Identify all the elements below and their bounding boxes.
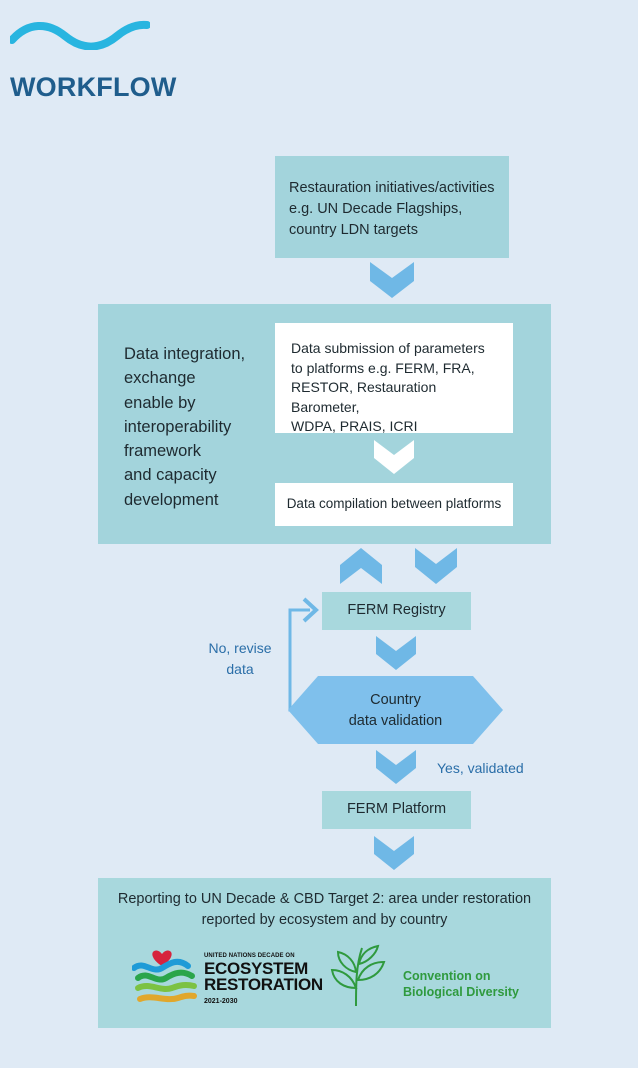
country-validation-hexagon: Country data validation: [288, 676, 503, 744]
initiatives-text: Restauration initiatives/activities e.g.…: [289, 180, 495, 238]
chevron-down-icon: [374, 440, 414, 474]
un-decade-small-text: UNITED NATIONS DECADE ON: [204, 953, 295, 959]
chevron-down-icon: [376, 750, 416, 784]
ferm-platform-label: FERM Platform: [346, 801, 447, 817]
un-decade-years: 2021-2030: [204, 998, 238, 1005]
data-integration-label: Data integration, exchange enable by int…: [124, 345, 246, 509]
revise-data-label: No, revise data: [208, 640, 272, 677]
chevron-down-icon: [374, 836, 414, 870]
un-decade-line1: ECOSYSTEM: [204, 959, 309, 978]
chevron-down-icon: [370, 262, 414, 298]
initiatives-box: Restauration initiatives/activities e.g.…: [275, 156, 509, 258]
reporting-box: Reporting to UN Decade & CBD Target 2: a…: [98, 878, 551, 1028]
ferm-registry-box: FERM Registry: [322, 592, 471, 630]
page-title: WORKFLOW: [10, 72, 177, 102]
chevron-down-icon: [376, 636, 416, 670]
chevron-down-icon: [415, 548, 457, 584]
chevron-up-icon: [340, 548, 382, 584]
validated-label: Yes, validated: [437, 760, 524, 776]
hexagon-shape: [288, 676, 503, 744]
ferm-registry-label: FERM Registry: [347, 602, 446, 618]
data-compilation-label: Data compilation between platforms: [286, 496, 502, 511]
country-validation-label: Country data validation: [348, 692, 443, 729]
reporting-text: Reporting to UN Decade & CBD Target 2: a…: [117, 891, 532, 928]
un-decade-logo-icon: [132, 950, 197, 1003]
data-submission-text: Data submission of parameters to platfor…: [291, 340, 485, 434]
cbd-logo-text: Convention on Biological Diversity: [403, 969, 520, 999]
data-compilation-box: Data compilation between platforms: [275, 483, 513, 526]
un-decade-line2: RESTORATION: [204, 975, 323, 994]
data-submission-box: Data submission of parameters to platfor…: [275, 323, 513, 434]
ferm-platform-box: FERM Platform: [322, 791, 471, 829]
wave-icon: [10, 20, 150, 50]
cbd-plant-logo-icon: [330, 944, 386, 1007]
